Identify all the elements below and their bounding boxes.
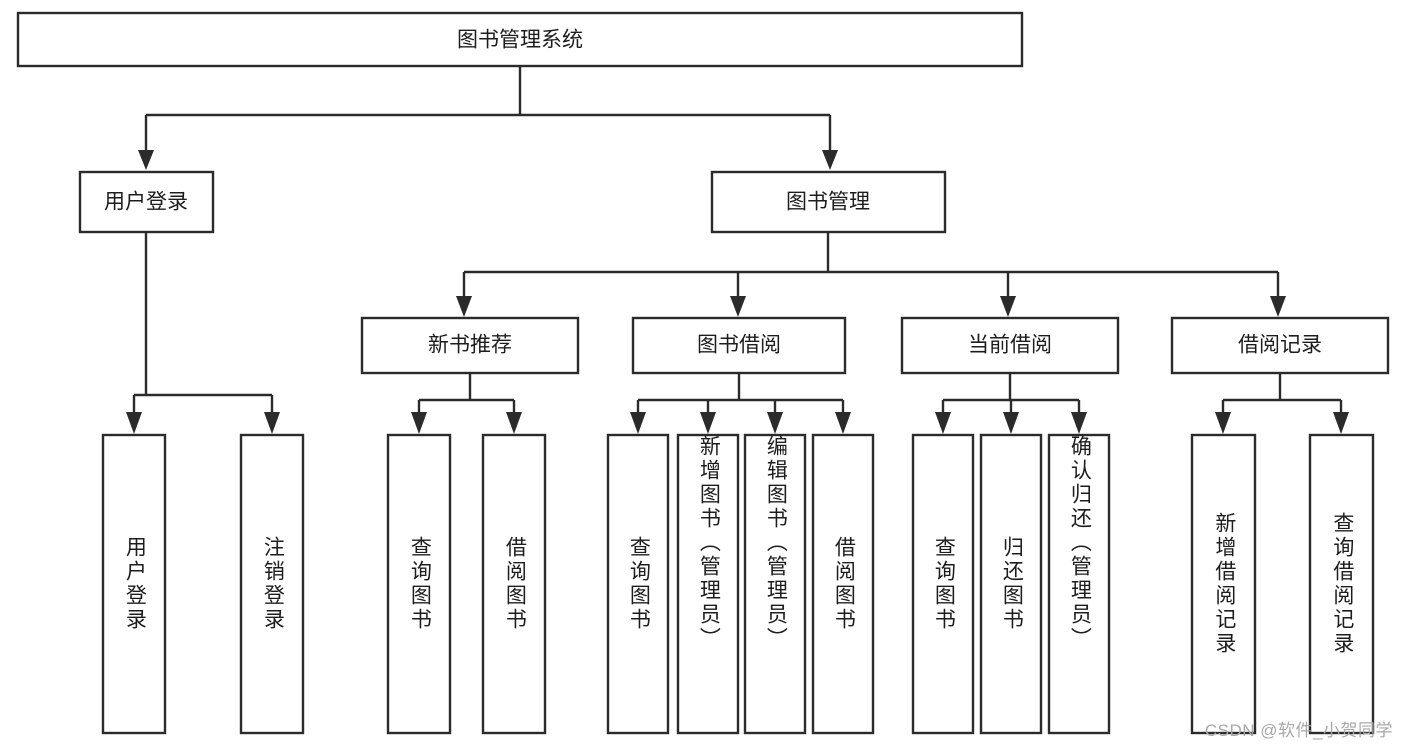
leaf-box-borrow-book[interactable] — [811, 433, 875, 735]
book-management-box[interactable] — [710, 170, 947, 234]
leaf-box-add-borrow-record[interactable] — [1190, 433, 1257, 735]
arrow-head-icon — [126, 412, 142, 434]
arrow-head-icon — [1071, 412, 1087, 434]
book-management-label: 图书管理 — [786, 191, 870, 214]
book-borrow-box[interactable] — [631, 316, 847, 375]
borrow-records-box[interactable] — [1170, 316, 1390, 375]
arrow-head-icon — [1003, 412, 1019, 434]
borrow-records-label: 借阅记录 — [1238, 334, 1322, 357]
leaf-box-query-book-current[interactable] — [911, 433, 975, 735]
new-book-recommend-label: 新书推荐 — [428, 334, 512, 357]
node-root[interactable]: 图书管理系统 — [16, 11, 1024, 68]
node-current-borrow[interactable]: 当前借阅 — [900, 316, 1120, 375]
node-book-borrow[interactable]: 图书借阅 — [631, 316, 847, 375]
arrow-head-icon — [506, 412, 522, 434]
arrow-head-icon — [1333, 412, 1349, 434]
arrow-head-icon — [935, 412, 951, 434]
arrow-head-icon — [1000, 296, 1016, 317]
node-borrow-records[interactable]: 借阅记录 — [1170, 316, 1390, 375]
arrow-head-icon — [138, 150, 154, 170]
leaf-box-return-book[interactable] — [979, 433, 1043, 735]
arrow-head-icon — [700, 412, 716, 434]
arrow-head-icon — [835, 412, 851, 434]
arrow-head-icon — [1215, 412, 1231, 434]
leaf-box-borrow-book-rec[interactable] — [481, 433, 547, 735]
arrow-head-icon — [1270, 296, 1286, 317]
arrow-head-icon — [822, 150, 838, 170]
csdn-watermark: CSDN @软件_小贺同学 — [1204, 721, 1393, 740]
node-user-login[interactable]: 用户登录 — [78, 170, 215, 234]
leaf-box-add-book-admin[interactable] — [676, 433, 740, 735]
leaf-box-user-login[interactable] — [101, 433, 167, 735]
arrow-head-icon — [456, 296, 472, 317]
leaf-box-edit-book-admin[interactable] — [743, 433, 807, 735]
book-borrow-label: 图书借阅 — [697, 334, 781, 357]
leaf-box-query-borrow-record[interactable] — [1308, 433, 1375, 735]
leaf-box-confirm-return-admin[interactable] — [1047, 433, 1111, 735]
leaf-box-query-book-rec[interactable] — [386, 433, 452, 735]
arrow-head-icon — [630, 412, 646, 434]
root-box[interactable] — [16, 11, 1024, 68]
current-borrow-box[interactable] — [900, 316, 1120, 375]
root-label: 图书管理系统 — [457, 29, 583, 52]
leaf-box-logout[interactable] — [239, 433, 305, 735]
new-book-recommend-box[interactable] — [360, 316, 580, 375]
current-borrow-label: 当前借阅 — [968, 334, 1052, 357]
node-book-management[interactable]: 图书管理 — [710, 170, 947, 234]
user-login-label: 用户登录 — [104, 191, 188, 214]
arrow-head-icon — [264, 412, 280, 434]
node-new-book-recommend[interactable]: 新书推荐 — [360, 316, 580, 375]
arrow-head-icon — [411, 412, 427, 434]
leaf-box-query-book-borrow[interactable] — [606, 433, 670, 735]
arrow-head-icon — [730, 296, 746, 317]
arrow-head-icon — [767, 412, 783, 434]
